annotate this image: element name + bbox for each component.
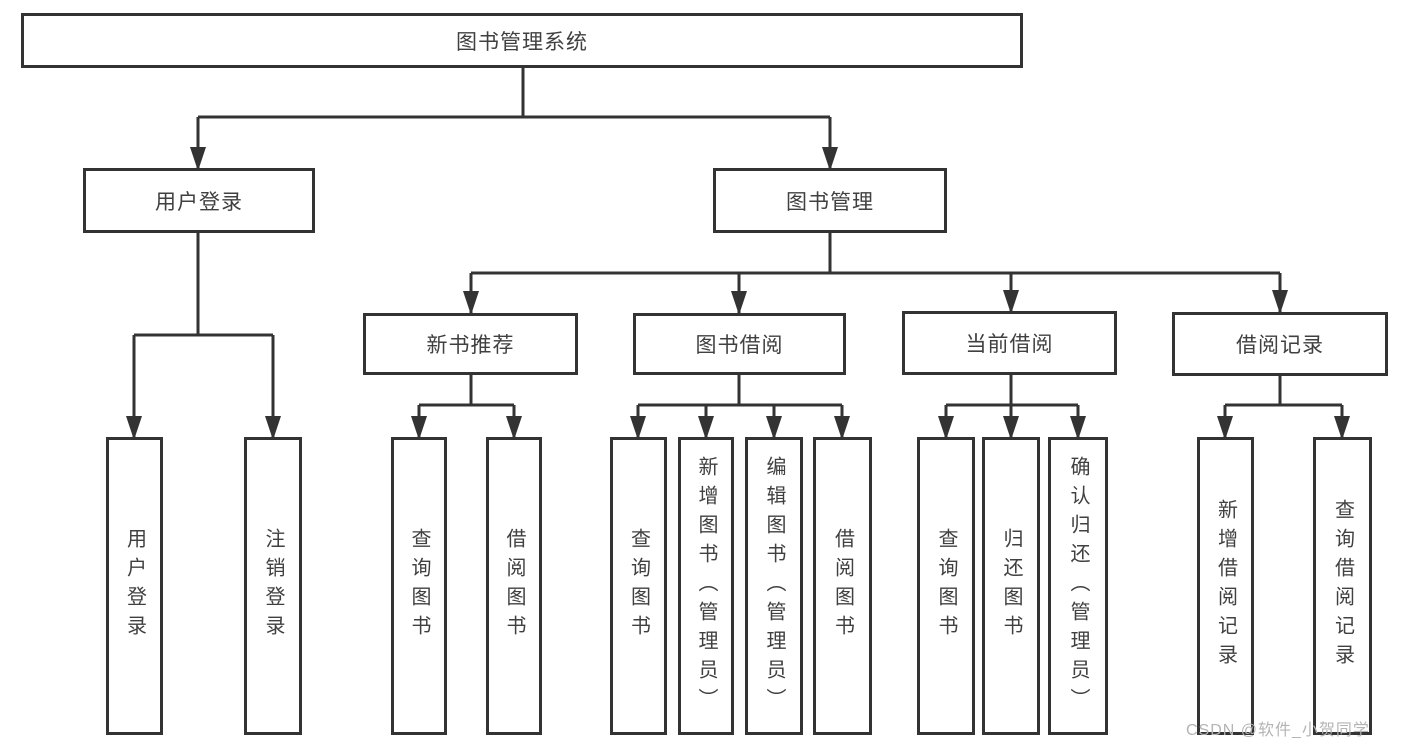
- leaf-record-query-borrow-record: 查询借阅记录: [1313, 437, 1372, 735]
- leaf-user-login: 用户登录: [106, 437, 163, 735]
- csdn-watermark: CSDN @软件_小贺同学: [1186, 722, 1370, 739]
- edges-book-management-split: [463, 233, 1288, 315]
- node-book-management: 图书管理: [713, 168, 947, 233]
- edges-level3-stems: [469, 375, 1282, 405]
- node-new-book-recommend: 新书推荐: [363, 313, 578, 375]
- leaf-newbook-query-book: 查询图书: [391, 437, 447, 735]
- node-library-management-system: 图书管理系统: [21, 13, 1023, 68]
- edges-user-login-split: [126, 233, 281, 440]
- leaf-current-return-book: 归还图书: [982, 437, 1040, 735]
- leaf-borrow-query-book: 查询图书: [610, 437, 667, 735]
- leaf-record-add-borrow-record: 新增借阅记录: [1197, 437, 1254, 735]
- node-book-borrow: 图书借阅: [633, 313, 846, 375]
- edges-new-book-split: [411, 403, 522, 440]
- leaf-borrow-add-book-admin: 新增图书（管理员）: [678, 437, 734, 735]
- edges-current-borrow-split: [938, 403, 1086, 440]
- node-user-login: 用户登录: [83, 168, 315, 233]
- leaf-newbook-borrow-book: 借阅图书: [486, 437, 542, 735]
- leaf-current-confirm-return-admin: 确认归还（管理员）: [1048, 437, 1108, 735]
- leaf-logout-login: 注销登录: [244, 437, 302, 735]
- edges-book-borrow-split: [630, 403, 850, 440]
- node-borrow-record: 借阅记录: [1172, 312, 1388, 376]
- leaf-current-query-book: 查询图书: [917, 437, 975, 735]
- edges-borrow-record-split: [1217, 403, 1350, 440]
- leaf-borrow-borrow-book: 借阅图书: [813, 437, 872, 735]
- node-current-borrow: 当前借阅: [902, 311, 1117, 375]
- leaf-borrow-edit-book-admin: 编辑图书（管理员）: [745, 437, 803, 735]
- edges-root-split: [190, 68, 838, 171]
